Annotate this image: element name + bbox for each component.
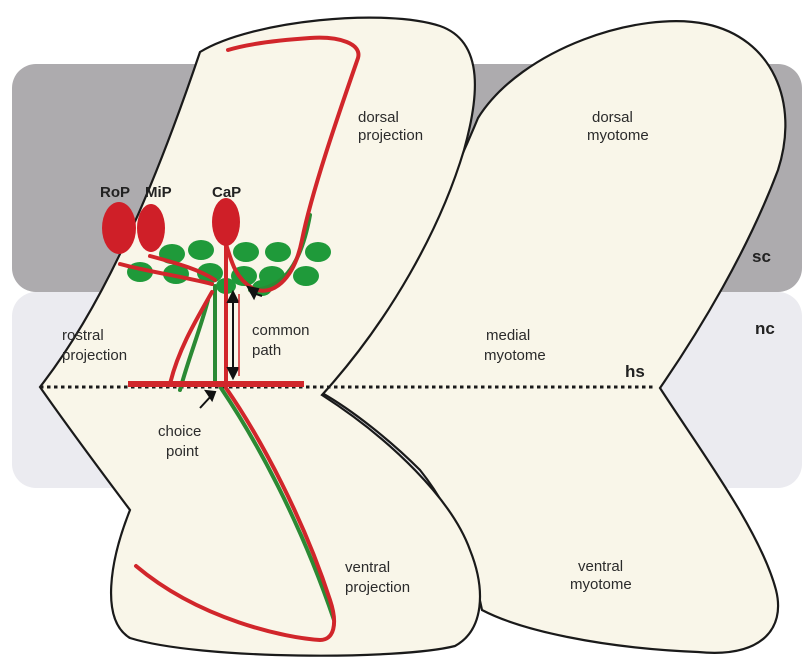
green-cell [233, 242, 259, 262]
cap-label: CaP [212, 184, 241, 201]
ventral-myotome-label: ventral myotome [570, 558, 632, 593]
nc-label: nc [755, 319, 775, 338]
mip-label: MiP [145, 184, 172, 201]
rop-neuron [102, 202, 136, 254]
mip-neuron [137, 204, 165, 252]
green-cell [305, 242, 331, 262]
rop-label: RoP [100, 184, 130, 201]
green-cell [265, 242, 291, 262]
sc-label: sc [752, 247, 771, 266]
hs-label: hs [625, 362, 645, 381]
green-cell [293, 266, 319, 286]
choice-point-band [128, 381, 304, 387]
green-cell [188, 240, 214, 260]
cap-neuron [212, 198, 240, 246]
